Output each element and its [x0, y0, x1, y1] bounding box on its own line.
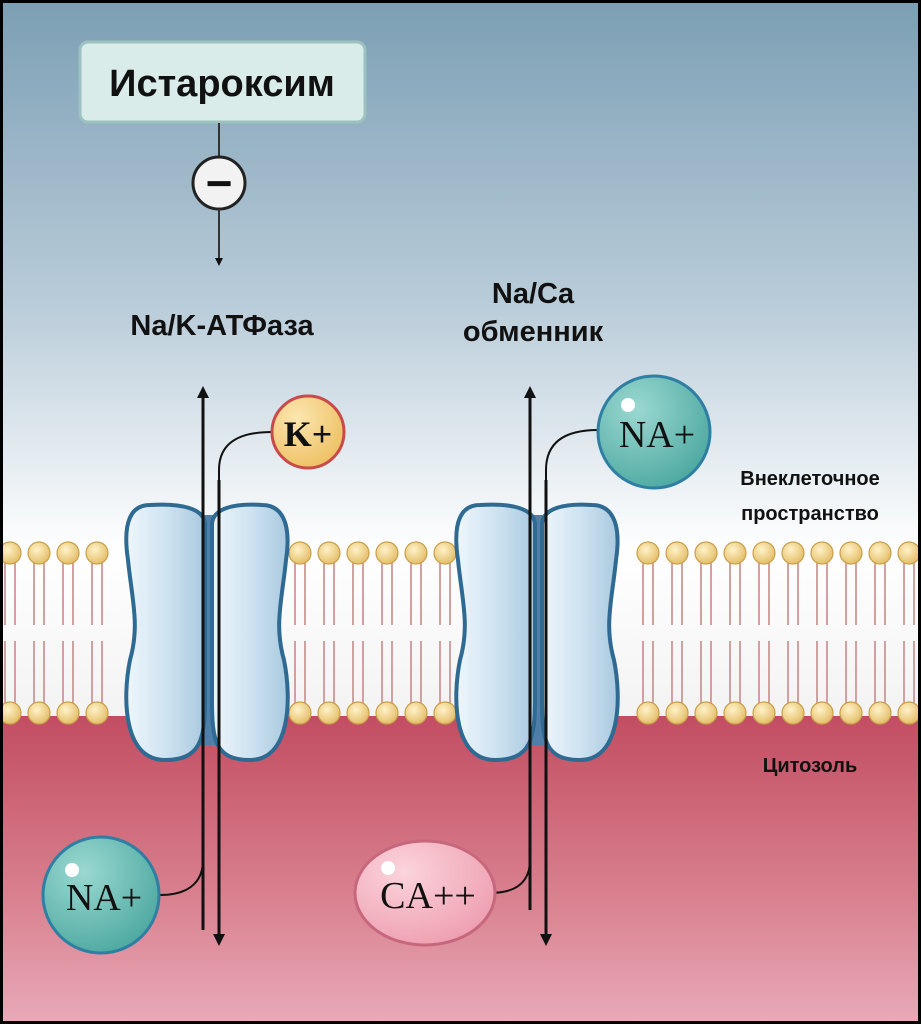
- k-ion: K+: [270, 394, 346, 470]
- istaroxime-box: Истароксим: [78, 40, 367, 124]
- lipid-head: [0, 541, 22, 565]
- lipid-head: [868, 541, 892, 565]
- lipid-head: [288, 541, 312, 565]
- lipid-head: [317, 701, 341, 725]
- lipid-head: [346, 701, 370, 725]
- ca-ion: CA++: [353, 839, 497, 947]
- lipid-head: [839, 701, 863, 725]
- lipid-head: [27, 541, 51, 565]
- lipid-head: [752, 541, 776, 565]
- lipid-head: [665, 701, 689, 725]
- lipid-head: [27, 701, 51, 725]
- ca-connector: [489, 760, 531, 894]
- lipid-head: [723, 541, 747, 565]
- exchanger-label-line1: Na/Ca: [492, 278, 575, 310]
- lipid-bilayer: [0, 541, 921, 725]
- ca-ion-label: CA++: [380, 875, 476, 917]
- pump-label: Na/K-АТФаза: [130, 310, 314, 342]
- na-ion-extracellular: NA+: [596, 374, 712, 490]
- k-ion-label: K+: [284, 414, 333, 454]
- na-ion-cytosol-label: NA+: [66, 877, 142, 919]
- lipid-head: [897, 701, 921, 725]
- lipid-head: [404, 701, 428, 725]
- lipid-head: [85, 701, 109, 725]
- lipid-head: [56, 541, 80, 565]
- lipid-head: [433, 701, 457, 725]
- lipid-head: [0, 701, 22, 725]
- lipid-head: [723, 701, 747, 725]
- lipid-head: [85, 541, 109, 565]
- istaroxime-label: Истароксим: [109, 63, 335, 105]
- na-ion-extracellular-label: NA+: [619, 414, 695, 456]
- lipid-head: [810, 701, 834, 725]
- lipid-head: [636, 541, 660, 565]
- na-k-atpase-protein: [124, 502, 290, 763]
- minus-icon: −: [206, 157, 233, 209]
- lipid-head: [317, 541, 341, 565]
- lipid-head: [810, 541, 834, 565]
- extracellular-label-line1: Внеклеточное: [740, 468, 879, 490]
- lipid-head: [694, 541, 718, 565]
- cytosol-label: Цитозоль: [763, 755, 858, 777]
- na-ion-cytosol: NA+: [41, 835, 161, 955]
- exchanger-label-line2: обменник: [463, 316, 604, 348]
- inhibition-symbol: −: [191, 155, 247, 211]
- lipid-head: [346, 541, 370, 565]
- lipid-head: [433, 541, 457, 565]
- lipid-head: [694, 701, 718, 725]
- lipid-head: [375, 541, 399, 565]
- lipid-head: [56, 701, 80, 725]
- lipid-head: [868, 701, 892, 725]
- lipid-head: [897, 541, 921, 565]
- lipid-head: [752, 701, 776, 725]
- lipid-head: [375, 701, 399, 725]
- lipid-head: [839, 541, 863, 565]
- na-out-connector: [545, 429, 599, 505]
- lipid-head: [404, 541, 428, 565]
- lipid-head: [288, 701, 312, 725]
- lipid-head: [781, 701, 805, 725]
- extracellular-label-line2: пространство: [741, 503, 879, 525]
- na-ca-exchanger-protein: [454, 502, 620, 763]
- na-in-connector: [159, 760, 204, 896]
- lipid-head: [636, 701, 660, 725]
- k-connector: [218, 431, 273, 505]
- lipid-head: [665, 541, 689, 565]
- lipid-head: [781, 541, 805, 565]
